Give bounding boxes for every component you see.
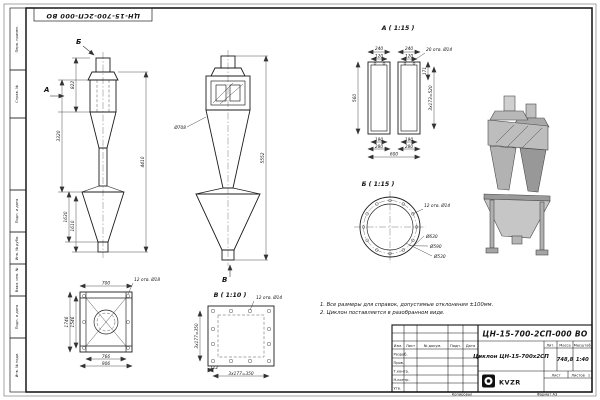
stamp-sheet-label: Лист: [551, 373, 560, 377]
support-holes-note: 12 отв. Ø18: [134, 276, 160, 283]
margin-label-perv: Перв. примен.: [15, 26, 19, 53]
dim-171: 171: [422, 67, 428, 75]
dim-280-right: 280: [405, 144, 413, 150]
dim-112: 112: [210, 365, 218, 371]
margin-label-invdubl: Инв. № дубл.: [15, 236, 19, 261]
dim-1746: 1746: [64, 316, 70, 327]
dia-590: Ø590: [429, 243, 442, 250]
detail-b-holes-note: 12 отв. Ø14: [424, 202, 450, 209]
note-line-2: 2. Циклон поставляется в разобранном вид…: [320, 310, 445, 316]
top-doc-number: ЦН-15-700-2СП-000 ВО: [46, 12, 140, 20]
dim-280-left: 280: [375, 144, 383, 150]
arrow-label-a: А: [43, 86, 49, 94]
stamp-col-izm: Изм.: [394, 344, 402, 348]
stamp-lit-label: Лит.: [546, 343, 554, 347]
stamp-scale-label: Масштаб: [574, 343, 592, 347]
dim-822: 822: [70, 81, 76, 89]
detail-v-view: В ( 1:10 ) 12 отв. Ø14 3х177=350 112 3х1…: [194, 292, 282, 379]
dim-1546: 1546: [70, 316, 76, 327]
stamp-row-prov: Пров.: [394, 361, 404, 365]
dia-530: Ø530: [433, 253, 446, 260]
dim-120-right: 120: [405, 54, 413, 60]
section-a-holes-note: 20 отв. Ø14: [426, 46, 452, 53]
detail-v-holes-note: 12 отв. Ø14: [256, 294, 282, 301]
stamp-row-utv: Утв.: [394, 387, 402, 391]
stamp-scale-value: 1:40: [576, 357, 589, 363]
top-doc-number-box: ЦН-15-700-2СП-000 ВО: [33, 7, 153, 22]
stamp-col-doc: № докум.: [424, 344, 442, 348]
title-block: Изм. Лист № докум. Подп. Дата Разраб. Пр…: [391, 324, 593, 393]
stamp-mass-value: 748,8: [557, 357, 574, 363]
front-view: 822 3320 1630 1610 4410 Б А: [43, 38, 149, 258]
side-view: Ø708 5552 В: [173, 50, 269, 284]
dim-560: 560: [352, 94, 358, 102]
dia-630: Ø630: [425, 233, 438, 240]
stamp-doc-number: ЦН-15-700-2СП-000 ВО: [482, 330, 587, 339]
logo-text: KVZR: [499, 379, 521, 387]
notes: 1. Все размеры для справок, допустимые о…: [320, 302, 493, 316]
detail-v-title: В ( 1:10 ): [214, 292, 247, 299]
note-line-1: 1. Все размеры для справок, допустимые о…: [320, 302, 493, 308]
dim-4410: 4410: [140, 156, 146, 167]
dim-350-left: 3х177=350: [194, 323, 200, 349]
isometric-view: [483, 95, 551, 256]
arrow-label-v: В: [222, 276, 227, 284]
stamp-col-podp: Подп.: [450, 344, 461, 348]
stamp-sheets-value: 1: [588, 373, 590, 377]
stamp-row-tkontr: Т.контр.: [393, 370, 410, 374]
dim-240-right: 240: [405, 46, 413, 52]
section-a-title: А ( 1:15 ): [381, 25, 415, 32]
dim-1610: 1610: [70, 220, 76, 231]
dim-700: 700: [102, 281, 110, 287]
stamp-col-data: Дата: [466, 344, 475, 348]
stamp-row-razrab: Разраб.: [394, 353, 408, 357]
stamp-sheets-label: Листов: [571, 373, 584, 377]
detail-b-view: Б ( 1:15 ) 12 отв. Ø14 Ø630 Ø590 Ø530: [354, 181, 450, 263]
dim-3320: 3320: [56, 130, 62, 141]
dim-190-left: 190: [375, 137, 383, 143]
margin-column: Перв. примен. Справ. № Подп. и дата Инв.…: [9, 7, 27, 393]
arrow-label-b: Б: [76, 38, 81, 46]
dim-5552: 5552: [260, 152, 266, 163]
copied-label: Копировал: [452, 392, 473, 396]
dim-190-right: 190: [405, 137, 413, 143]
dim-766: 766: [102, 354, 110, 360]
margin-label-invpodl: Инв. № подл.: [15, 353, 19, 378]
stamp-col-list: Лист: [406, 344, 415, 348]
detail-b-title: Б ( 1:15 ): [362, 181, 395, 188]
dim-906: 906: [102, 361, 110, 367]
margin-label-podp2: Подп. и дата: [15, 305, 19, 329]
dim-240-left: 240: [375, 46, 383, 52]
dim-600: 600: [390, 152, 398, 158]
dim-120-left: 120: [375, 54, 383, 60]
dim-350-bottom: 3х177=350: [228, 371, 254, 377]
support-view: 700 12 отв. Ø18 1746 1546 766 906: [64, 276, 160, 369]
stamp-row-nkontr: Н.контр.: [394, 378, 410, 382]
margin-label-sprav: Справ. №: [15, 85, 19, 103]
section-a-view: А ( 1:15 ) 240 240 120 120 20 отв. Ø14 5…: [352, 25, 452, 160]
paper-edge: [3, 3, 597, 397]
margin-label-podp1: Подп. и дата: [15, 199, 19, 223]
stamp-mass-label: Масса: [559, 343, 570, 347]
kvzr-logo: KVZR: [482, 374, 521, 388]
format-label: Формат А3: [537, 392, 557, 396]
dim-1630: 1630: [63, 211, 69, 222]
dia-708: Ø708: [173, 124, 186, 131]
margin-label-vzam: Взам. инв. №: [15, 268, 19, 293]
stamp-product-name: Циклон ЦН-15-700х2СП: [473, 354, 549, 360]
dim-520: 3х173=520: [428, 85, 434, 111]
